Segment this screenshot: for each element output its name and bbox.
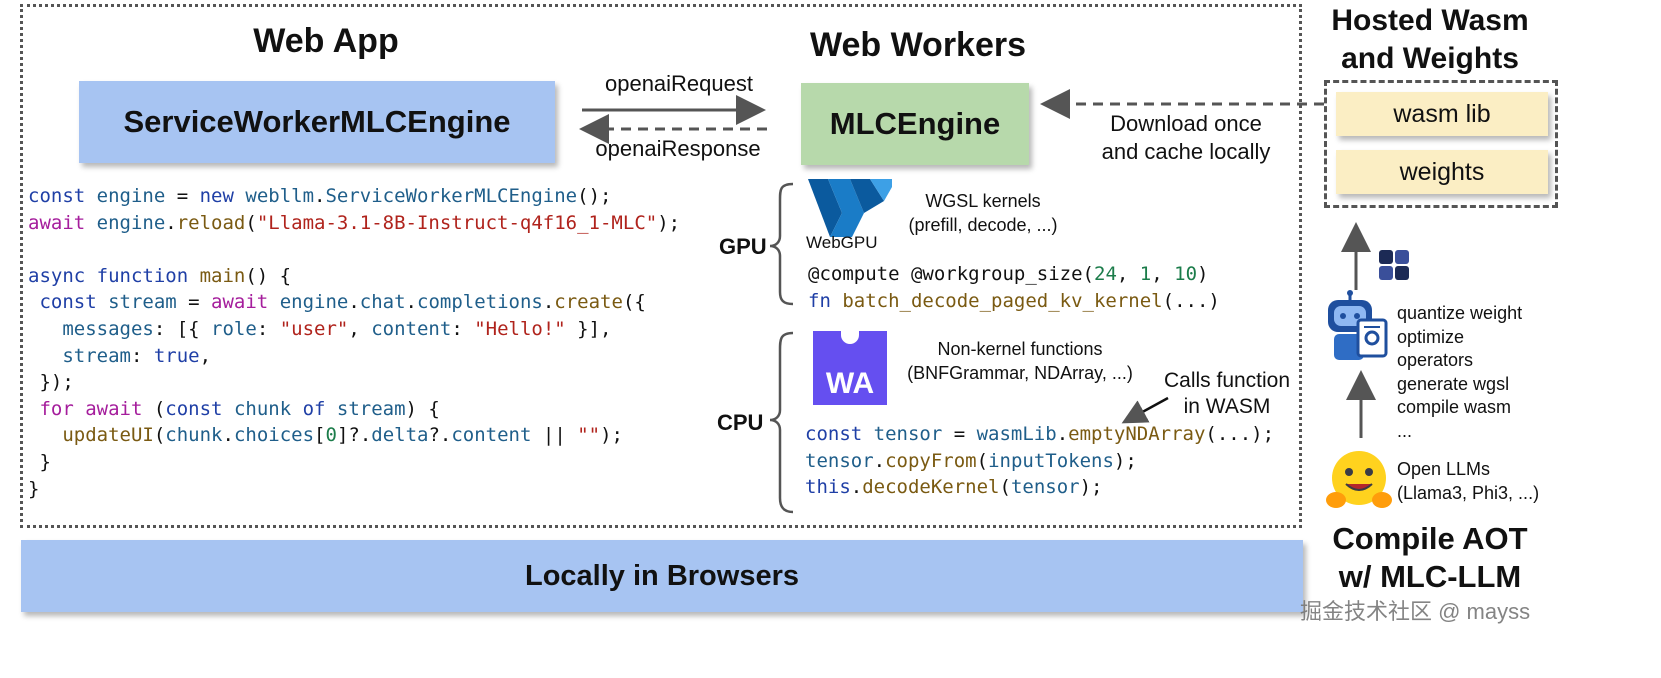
hugging-face-icon	[1326, 451, 1392, 508]
main-code-line: }	[28, 477, 40, 500]
robot-icon	[1328, 290, 1388, 360]
web-workers-heading: Web Workers	[809, 26, 1027, 64]
compile-step-generate-wgsl: generate wgsl	[1397, 373, 1510, 394]
cpu-code-line: tensor.copyFrom(inputTokens);	[805, 449, 1137, 472]
main-code-line: });	[28, 371, 74, 394]
main-code-line	[28, 236, 680, 263]
browser-scope-frame	[20, 4, 1302, 528]
gpu-code-line: fn batch_decode_paged_kv_kernel(...)	[808, 289, 1220, 312]
main-code-line: async function main() {	[28, 264, 292, 287]
non-kernel-line1: Non-kernel functions	[937, 339, 1103, 359]
hosted-heading-line1: Hosted Wasm	[1331, 4, 1529, 37]
wgsl-kernels-line2: (prefill, decode, ...)	[908, 214, 1058, 235]
compile-heading-line2: w/ MLC-LLM	[1338, 559, 1522, 594]
web-app-heading: Web App	[253, 22, 399, 60]
response-label: openaiResponse	[595, 136, 761, 161]
watermark: 掘金技术社区 @ mayss	[1300, 599, 1531, 624]
calls-arrow	[1121, 396, 1169, 424]
calls-function-line1: Calls function	[1163, 369, 1291, 392]
webgpu-logo-text: WebGPU	[806, 233, 878, 252]
wgsl-kernels-line1: WGSL kernels	[925, 191, 1041, 211]
open-llms-line1: Open LLMs	[1397, 459, 1491, 479]
main-code-line: await engine.reload("Llama-3.1-8B-Instru…	[28, 211, 681, 234]
main-code-line: }	[28, 450, 51, 473]
compile-step-operators: operators	[1397, 350, 1474, 371]
main-code-line: updateUI(chunk.choices[0]?.delta?.conten…	[28, 424, 623, 447]
main-code-block: const engine = new webllm.ServiceWorkerM…	[28, 183, 680, 502]
webassembly-logo-text: WA	[825, 367, 875, 400]
service-worker-engine-box: ServiceWorkerMLCEngine	[79, 81, 555, 163]
compile-step-quantize: quantize weight	[1397, 303, 1523, 323]
locally-in-browsers-bar: Locally in Browsers	[21, 540, 1303, 612]
cpu-code-line: this.decodeKernel(tensor);	[805, 476, 1103, 499]
compile-heading-line1: Compile AOT	[1332, 521, 1528, 556]
hosted-heading: Hosted Wasm and Weights	[1300, 2, 1560, 78]
request-label: openaiRequest	[604, 71, 753, 96]
webgpu-logo-icon	[808, 179, 892, 237]
gpu-label: GPU	[719, 234, 767, 259]
cpu-label: CPU	[717, 410, 764, 435]
download-note-line1: Download once	[1110, 111, 1262, 136]
main-code-line: stream: true,	[28, 344, 212, 367]
main-code-line: const engine = new webllm.ServiceWorkerM…	[28, 185, 612, 207]
compile-step-ellipsis: ...	[1397, 420, 1413, 441]
webassembly-logo-icon: WA	[813, 330, 887, 405]
mlc-logo-icon	[1379, 250, 1409, 280]
hosted-heading-line2: and Weights	[1341, 42, 1519, 75]
compile-steps: quantize weight optimize operators gener…	[1397, 302, 1522, 444]
compile-heading: Compile AOT w/ MLC-LLM	[1300, 520, 1560, 596]
mlc-engine-box: MLCEngine	[801, 83, 1029, 165]
webassembly-notch	[841, 330, 859, 344]
gpu-brace	[769, 182, 794, 306]
gpu-code-line: @compute @workgroup_size(24, 1, 10)	[808, 263, 1209, 285]
compile-step-optimize: optimize	[1397, 326, 1465, 347]
hosted-container	[1324, 80, 1558, 208]
calls-function-note: Calls function in WASM	[1154, 368, 1300, 420]
cpu-code-line: const tensor = wasmLib.emptyNDArray(...)…	[805, 423, 1275, 445]
calls-function-line2: in WASM	[1183, 395, 1271, 418]
main-code-line: messages: [{ role: "user", content: "Hel…	[28, 317, 612, 340]
cpu-brace	[769, 331, 794, 514]
gpu-code-block: @compute @workgroup_size(24, 1, 10) fn ba…	[808, 261, 1220, 314]
compile-step-compile-wasm: compile wasm	[1397, 397, 1512, 418]
weights-box: weights	[1336, 150, 1548, 194]
open-llms-note: Open LLMs (Llama3, Phi3, ...)	[1397, 458, 1539, 505]
main-code-line: const stream = await engine.chat.complet…	[28, 291, 646, 314]
non-kernel-functions-note: Non-kernel functions (BNFGrammar, NDArra…	[898, 338, 1142, 385]
download-note-line2: and cache locally	[1101, 139, 1271, 164]
wasm-lib-box: wasm lib	[1336, 92, 1548, 136]
main-code-line: for await (const chunk of stream) {	[28, 397, 440, 420]
download-note: Download once and cache locally	[1086, 110, 1286, 166]
open-llms-line2: (Llama3, Phi3, ...)	[1397, 482, 1540, 503]
wgsl-kernels-note: WGSL kernels (prefill, decode, ...)	[898, 190, 1068, 237]
non-kernel-line2: (BNFGrammar, NDArray, ...)	[907, 362, 1133, 383]
cpu-code-block: const tensor = wasmLib.emptyNDArray(...)…	[805, 421, 1274, 501]
